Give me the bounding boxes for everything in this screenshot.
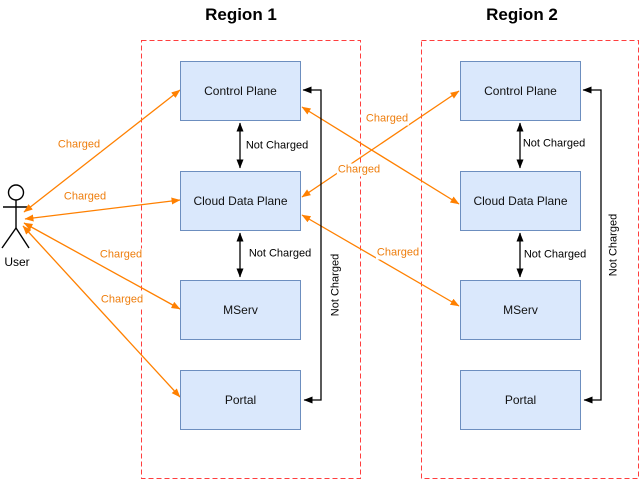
user-actor-icon bbox=[1, 184, 30, 249]
edge-r1cdp-r2-control-plane bbox=[301, 90, 460, 198]
r2-cloud-data-plane-box: Cloud Data Plane bbox=[460, 171, 581, 231]
edge-user-r1-portal bbox=[22, 225, 181, 398]
r2-portal-box: Portal bbox=[460, 370, 581, 430]
region-2-title: Region 2 bbox=[486, 5, 558, 24]
r2-control-plane-box: Control Plane bbox=[460, 61, 581, 121]
charged-label-user-cdp: Charged bbox=[62, 190, 108, 204]
charged-label-cross-mid: Charged bbox=[336, 163, 382, 177]
edge-r1-portal-cp bbox=[302, 86, 322, 404]
user-label: User bbox=[4, 255, 30, 269]
r1-control-plane-box: Control Plane bbox=[180, 61, 301, 121]
edge-r2-portal-cp bbox=[582, 86, 602, 404]
not-charged-label-r2-portal-cp: Not Charged bbox=[607, 212, 621, 278]
edge-r1cdp-r2-mserv bbox=[301, 214, 460, 307]
charged-label-cross-mserv: Charged bbox=[375, 246, 421, 260]
r2-mserv-box: MServ bbox=[460, 280, 581, 340]
charged-label-user-portal: Charged bbox=[99, 293, 145, 307]
r1-portal-box: Portal bbox=[180, 370, 301, 430]
edge-r1cp-r2-cloud-data-plane bbox=[301, 106, 460, 205]
edge-user-r1-cloud-data-plane bbox=[24, 197, 181, 222]
charged-label-cross-top: Charged bbox=[364, 112, 410, 126]
not-charged-label-r2-cdp-mserv: Not Charged bbox=[522, 248, 588, 262]
region-1-title: Region 1 bbox=[205, 5, 277, 24]
charged-label-user-mserv: Charged bbox=[98, 248, 144, 262]
r1-cloud-data-plane-box: Cloud Data Plane bbox=[180, 171, 301, 231]
not-charged-label-r2-cp-cdp: Not Charged bbox=[521, 137, 587, 151]
not-charged-edges bbox=[236, 86, 602, 404]
edge-user-r1-control-plane bbox=[23, 89, 181, 213]
charged-label-user-cp: Charged bbox=[56, 138, 102, 152]
r1-mserv-box: MServ bbox=[180, 280, 301, 340]
not-charged-label-r1-cp-cdp: Not Charged bbox=[244, 139, 310, 153]
not-charged-label-r1-portal-cp: Not Charged bbox=[329, 252, 343, 318]
not-charged-label-r1-cdp-mserv: Not Charged bbox=[247, 247, 313, 261]
charged-edges bbox=[22, 89, 460, 398]
